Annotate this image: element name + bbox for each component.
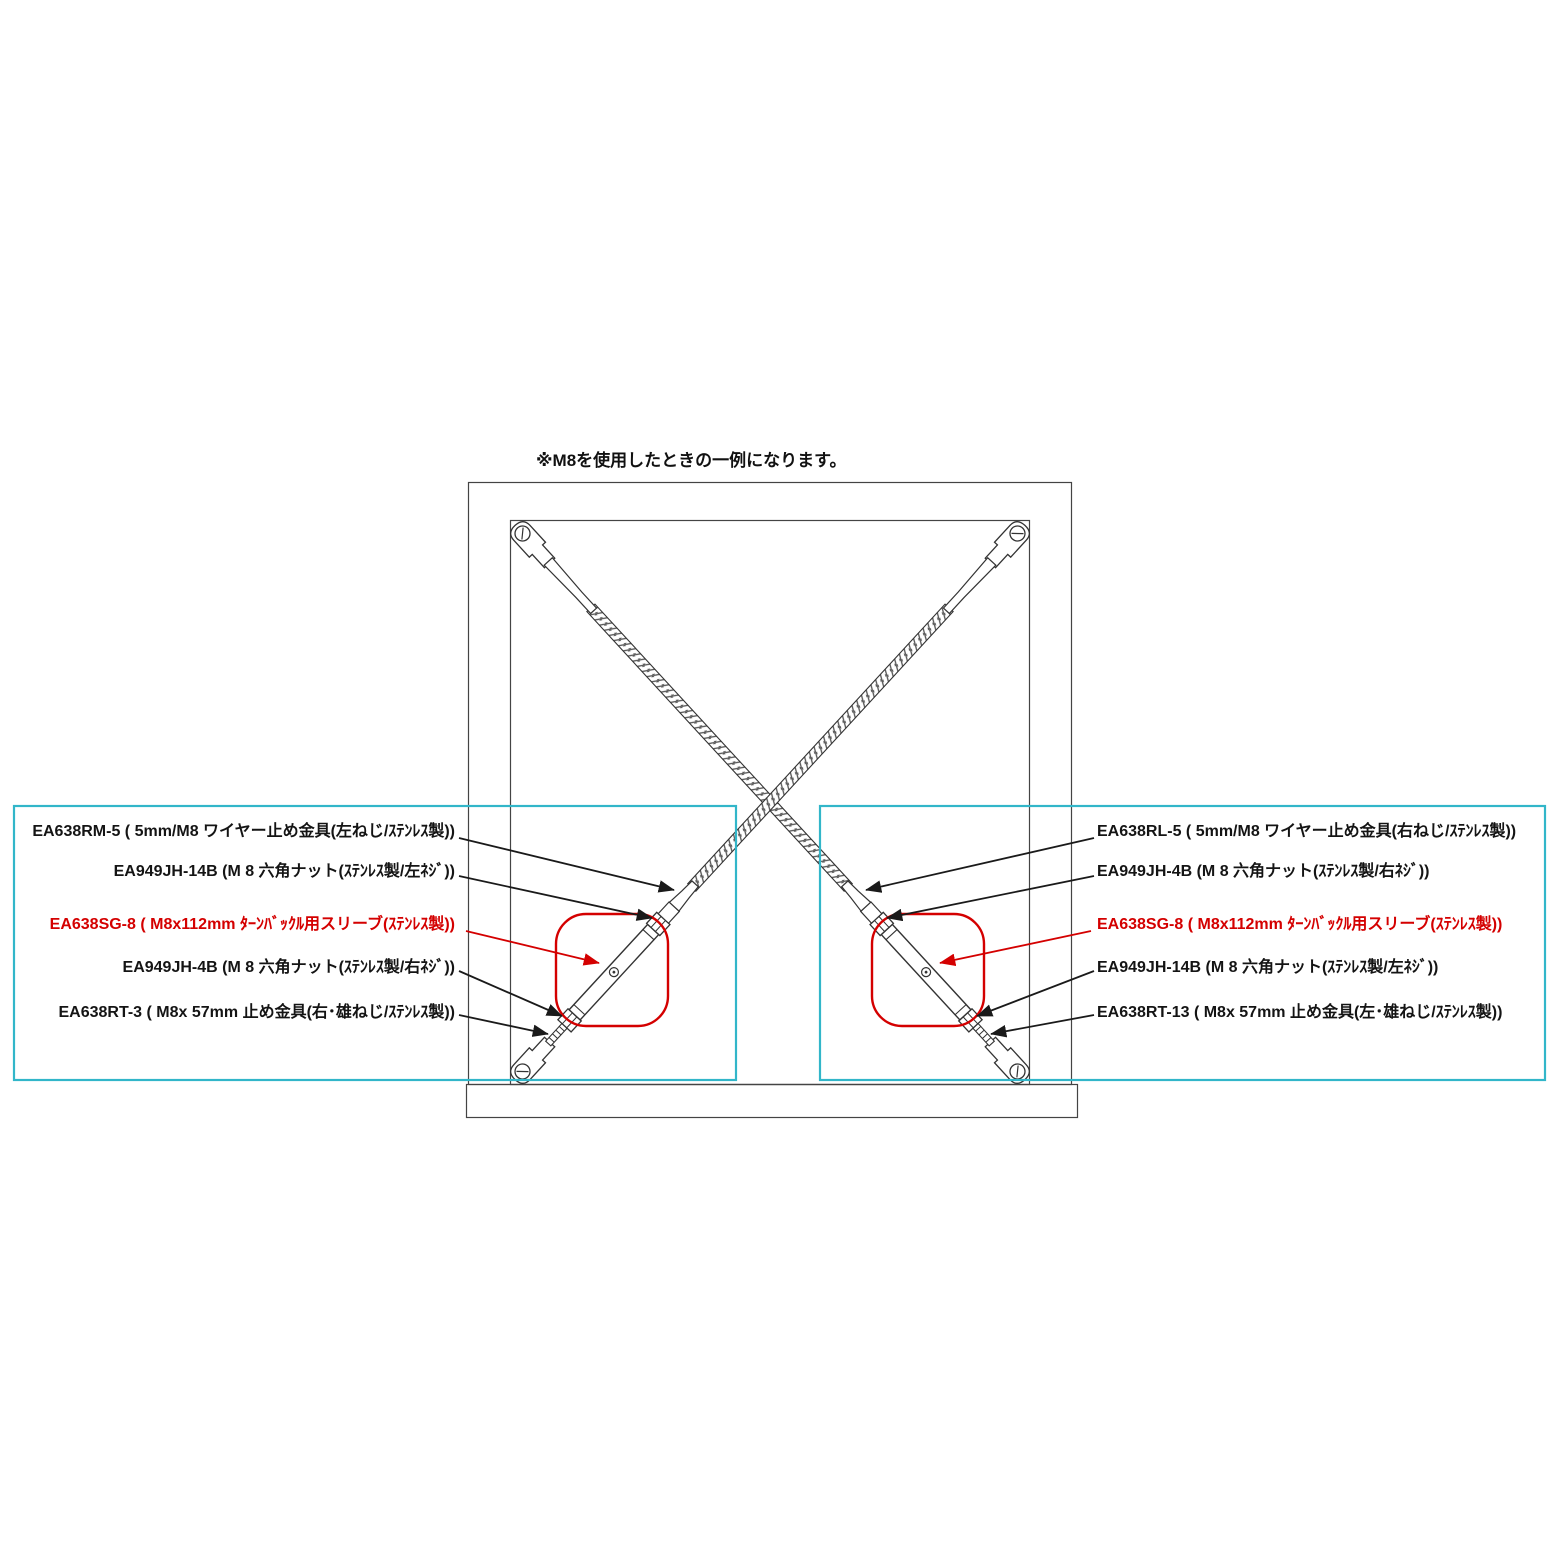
- highlight-box-sleeve-left: [554, 912, 670, 1028]
- leader-arrows-left: [458, 837, 675, 1037]
- arrow-ea638rt-13: [990, 1014, 1095, 1038]
- frame-bottom-plate: [465, 1083, 1079, 1119]
- arrow-ea949jh-4b: [458, 970, 563, 1017]
- arrow-ea638sg-8-right: [939, 930, 1092, 966]
- label-ea638rt-3: EA638RT-3 ( M8x 57mm 止め金具(右･雄ねじ/ｽﾃﾝﾚｽ製)): [58, 1004, 455, 1021]
- arrow-ea638sg-8-left: [465, 930, 600, 966]
- callout-box-right: [818, 804, 1547, 1082]
- label-ea638sg-8-right: EA638SG-8 ( M8x112mm ﾀｰﾝﾊﾞｯｸﾙ用スリーブ(ｽﾃﾝﾚｽ…: [1097, 916, 1503, 933]
- label-ea638rm-5: EA638RM-5 ( 5mm/M8 ワイヤー止め金具(左ねじ/ｽﾃﾝﾚｽ製)): [32, 823, 455, 840]
- arrow-ea949jh-4b-r: [886, 875, 1095, 922]
- label-ea949jh-4b-r: EA949JH-4B (M 8 六角ナット(ｽﾃﾝﾚｽ製/右ﾈｼﾞ)): [1097, 863, 1430, 880]
- arrow-ea638rl-5: [865, 837, 1095, 893]
- fork-terminal-top-left: [507, 518, 602, 618]
- callout-box-left: [12, 804, 738, 1082]
- label-ea638sg-8-left: EA638SG-8 ( M8x112mm ﾀｰﾝﾊﾞｯｸﾙ用スリーブ(ｽﾃﾝﾚｽ…: [49, 916, 455, 933]
- label-ea638rl-5: EA638RL-5 ( 5mm/M8 ワイヤー止め金具(右ねじ/ｽﾃﾝﾚｽ製)): [1097, 823, 1517, 840]
- fork-terminal-top-right: [938, 518, 1033, 618]
- frame-outline: [465, 481, 1079, 1119]
- label-ea949jh-4b: EA949JH-4B (M 8 六角ナット(ｽﾃﾝﾚｽ製/右ﾈｼﾞ)): [122, 959, 455, 976]
- label-ea949jh-14b: EA949JH-14B (M 8 六角ナット(ｽﾃﾝﾚｽ製/左ﾈｼﾞ)): [113, 863, 455, 880]
- arrow-ea949jh-14b: [458, 875, 653, 921]
- leader-arrows-right: [865, 837, 1095, 1038]
- highlight-box-sleeve-right: [870, 912, 986, 1028]
- label-ea949jh-14b-r: EA949JH-14B (M 8 六角ナット(ｽﾃﾝﾚｽ製/左ﾈｼﾞ)): [1097, 959, 1439, 976]
- arrow-ea949jh-14b-r: [976, 970, 1095, 1017]
- arrow-ea638rm-5: [458, 837, 675, 893]
- usage-note: ※M8を使用したときの一例になります。: [536, 451, 847, 470]
- label-ea638rt-13: EA638RT-13 ( M8x 57mm 止め金具(左･雄ねじ/ｽﾃﾝﾚｽ製)…: [1097, 1004, 1503, 1021]
- arrow-ea638rt-3: [458, 1014, 549, 1037]
